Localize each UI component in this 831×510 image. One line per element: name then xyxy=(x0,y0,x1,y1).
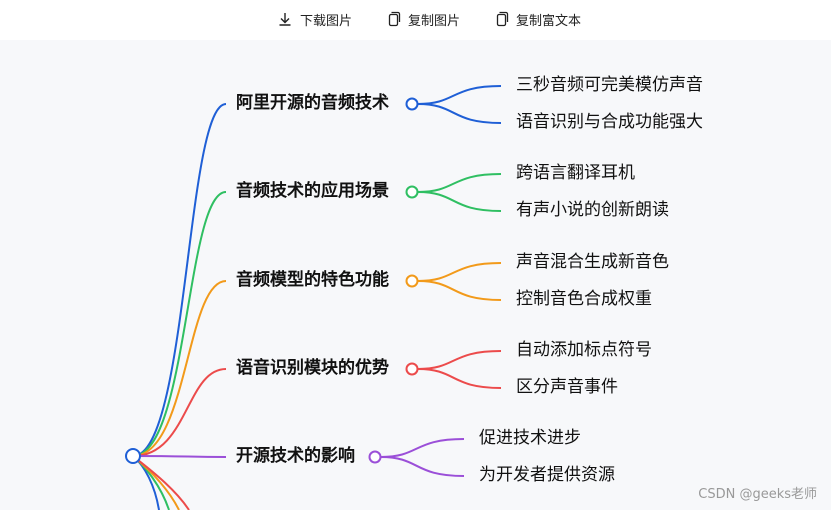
leaf-node[interactable]: 声音混合生成新音色 xyxy=(516,252,669,272)
child-connector xyxy=(417,173,502,193)
watermark: CSDN @geeks老师 xyxy=(698,487,817,502)
toolbar: 下载图片 复制图片 复制富文本 xyxy=(0,0,831,40)
copy-image-button[interactable]: 复制图片 xyxy=(385,9,460,29)
copy-icon xyxy=(385,11,401,27)
child-connector xyxy=(417,368,502,389)
leaf-node[interactable]: 区分声音事件 xyxy=(516,377,618,397)
leaf-node[interactable]: 促进技术进步 xyxy=(479,428,581,448)
child-connector xyxy=(380,438,465,458)
leaf-node[interactable]: 跨语言翻译耳机 xyxy=(516,163,635,183)
mindmap-connectors xyxy=(125,85,502,510)
child-connector xyxy=(417,103,502,124)
branch-connector xyxy=(132,455,227,458)
branch-connector xyxy=(132,191,227,457)
leaf-node[interactable]: 自动添加标点符号 xyxy=(516,340,652,360)
download-image-button[interactable]: 下载图片 xyxy=(277,9,352,29)
child-connector xyxy=(417,350,502,370)
leaf-node[interactable]: 控制音色合成权重 xyxy=(516,289,652,309)
branch-connector xyxy=(132,368,227,457)
child-connector xyxy=(380,456,465,477)
child-connector xyxy=(417,85,502,105)
branch-toggle-circle[interactable] xyxy=(405,97,419,111)
branch-toggle-circle[interactable] xyxy=(405,274,419,288)
leaf-node[interactable]: 为开发者提供资源 xyxy=(479,465,615,485)
branch-toggle-circle[interactable] xyxy=(405,185,419,199)
branch-toggle-circle[interactable] xyxy=(368,450,382,464)
branch-toggle-circle[interactable] xyxy=(405,362,419,376)
leaf-node[interactable]: 有声小说的创新朗读 xyxy=(516,200,669,220)
child-connector xyxy=(417,280,502,301)
download-icon xyxy=(277,11,293,27)
download-image-label: 下载图片 xyxy=(300,13,353,29)
child-connector xyxy=(417,262,502,282)
branch-connector xyxy=(132,103,227,457)
branch-node[interactable]: 音频技术的应用场景 xyxy=(236,181,389,201)
root-toggle-circle[interactable] xyxy=(125,448,141,464)
branch-connector xyxy=(132,280,227,457)
copy-rich-text-label: 复制富文本 xyxy=(516,13,582,29)
child-connector xyxy=(417,191,502,212)
copy-rich-text-button[interactable]: 复制富文本 xyxy=(493,9,581,29)
branch-node[interactable]: 开源技术的影响 xyxy=(236,446,355,466)
branch-node[interactable]: 语音识别模块的优势 xyxy=(236,358,389,378)
leaf-node[interactable]: 语音识别与合成功能强大 xyxy=(516,112,703,132)
copy-image-label: 复制图片 xyxy=(408,13,461,29)
mindmap-canvas: 阿里开源的音频技术 三秒音频可完美模仿声音语音识别与合成功能强大音频技术的应用场景… xyxy=(0,40,831,510)
copy-icon xyxy=(493,11,509,27)
leaf-node[interactable]: 三秒音频可完美模仿声音 xyxy=(516,75,703,95)
branch-node[interactable]: 音频模型的特色功能 xyxy=(236,270,389,290)
branch-node[interactable]: 阿里开源的音频技术 xyxy=(236,93,389,113)
